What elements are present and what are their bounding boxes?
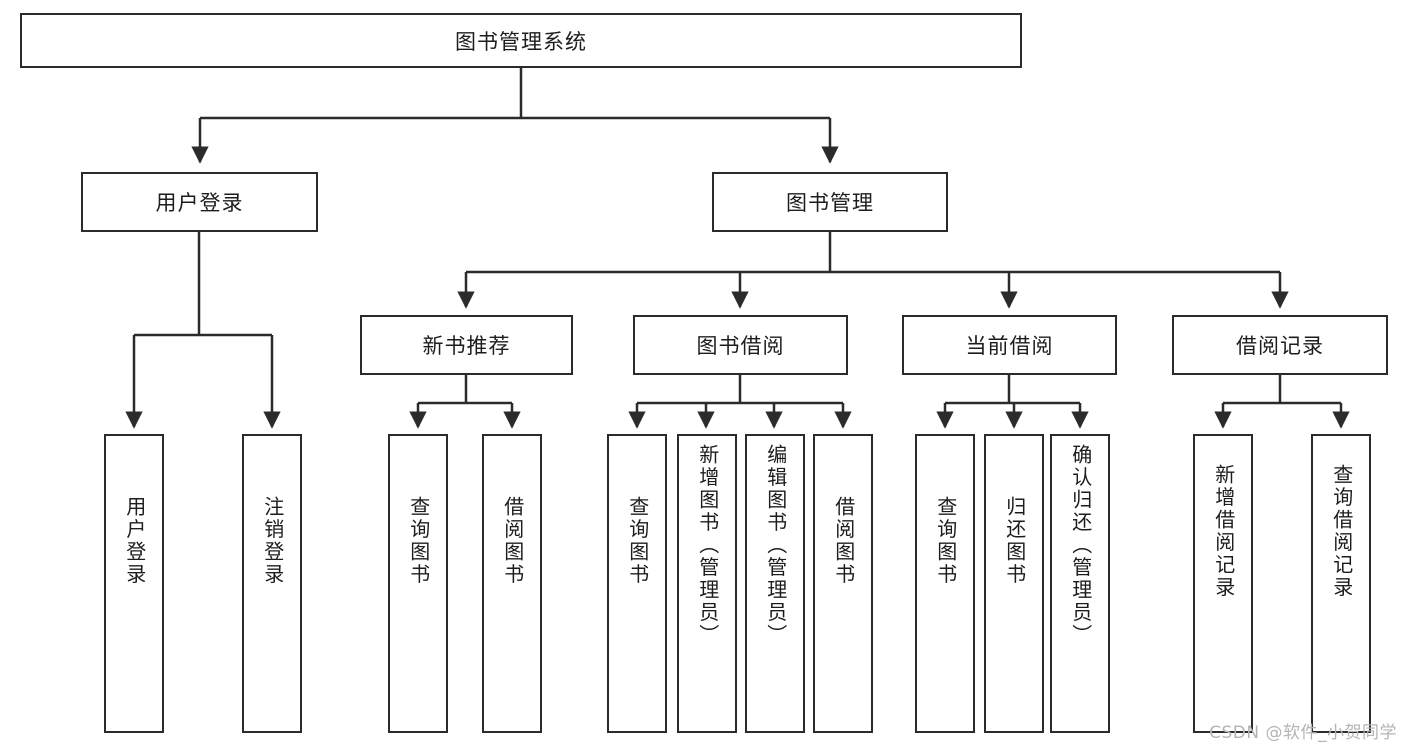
node-root[interactable]: 图书管理系统 [20, 13, 1022, 68]
leaf-logout[interactable]: 注销登录 [242, 434, 302, 733]
leaf-return-book[interactable]: 归还图书 [984, 434, 1044, 733]
leaf-edit-book-label: 编辑图书（管理员） [763, 444, 788, 647]
node-book-borrow-label: 图书借阅 [696, 334, 785, 358]
node-new-book-rec[interactable]: 新书推荐 [360, 315, 573, 375]
leaf-edit-book[interactable]: 编辑图书（管理员） [745, 434, 805, 733]
leaf-borrow-book-1-label: 借阅图书 [500, 496, 525, 586]
leaf-user-login[interactable]: 用户登录 [104, 434, 164, 733]
leaf-user-login-label: 用户登录 [122, 496, 147, 586]
node-user-login[interactable]: 用户登录 [81, 172, 318, 232]
node-borrow-record[interactable]: 借阅记录 [1172, 315, 1388, 375]
leaf-query-book-1[interactable]: 查询图书 [388, 434, 448, 733]
leaf-confirm-return-label: 确认归还（管理员） [1068, 444, 1093, 647]
leaf-borrow-book-1[interactable]: 借阅图书 [482, 434, 542, 733]
node-root-label: 图书管理系统 [455, 29, 587, 54]
leaf-query-book-3[interactable]: 查询图书 [915, 434, 975, 733]
leaf-confirm-return[interactable]: 确认归还（管理员） [1050, 434, 1110, 733]
leaf-query-record[interactable]: 查询借阅记录 [1311, 434, 1371, 733]
leaf-add-record[interactable]: 新增借阅记录 [1193, 434, 1253, 733]
leaf-borrow-book-2-label: 借阅图书 [831, 496, 856, 586]
leaf-return-book-label: 归还图书 [1002, 496, 1027, 586]
node-book-manage[interactable]: 图书管理 [712, 172, 948, 232]
leaf-query-book-1-label: 查询图书 [406, 496, 431, 586]
leaf-query-book-2[interactable]: 查询图书 [607, 434, 667, 733]
leaf-query-book-3-label: 查询图书 [933, 496, 958, 586]
node-user-login-label: 用户登录 [155, 191, 244, 215]
node-current-borrow[interactable]: 当前借阅 [902, 315, 1117, 375]
node-new-book-rec-label: 新书推荐 [422, 334, 511, 358]
node-book-borrow[interactable]: 图书借阅 [633, 315, 848, 375]
leaf-query-book-2-label: 查询图书 [625, 496, 650, 586]
leaf-add-book[interactable]: 新增图书（管理员） [677, 434, 737, 733]
leaf-add-book-label: 新增图书（管理员） [695, 444, 720, 647]
leaf-query-record-label: 查询借阅记录 [1329, 464, 1354, 599]
node-current-borrow-label: 当前借阅 [965, 334, 1054, 358]
leaf-add-record-label: 新增借阅记录 [1211, 464, 1236, 599]
leaf-logout-label: 注销登录 [260, 496, 285, 586]
node-book-manage-label: 图书管理 [786, 191, 874, 215]
node-borrow-record-label: 借阅记录 [1236, 334, 1324, 358]
leaf-borrow-book-2[interactable]: 借阅图书 [813, 434, 873, 733]
